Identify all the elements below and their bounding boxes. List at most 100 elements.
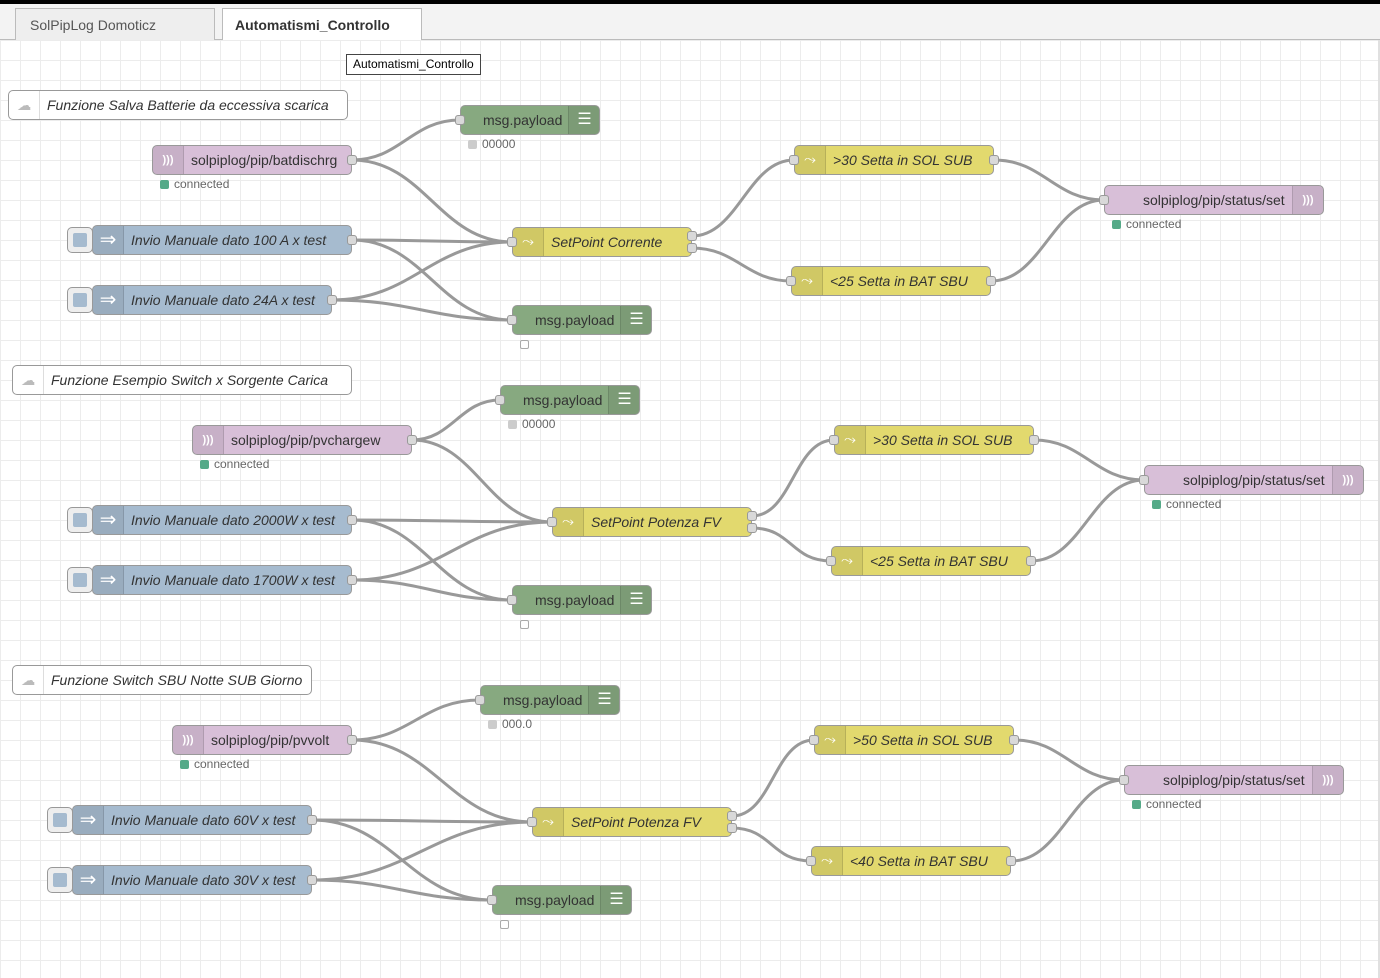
mqtt-out-input-port[interactable] (1139, 475, 1149, 485)
route-low-node[interactable]: ⤳<25 Setta in BAT SBU (831, 546, 1031, 576)
mqtt-out-node[interactable]: solpiplog/pip/status/set))) (1144, 465, 1364, 495)
wire-setpoint-to-route-high[interactable] (691, 158, 795, 238)
setpoint-switch-node-output-port-2[interactable] (747, 523, 757, 533)
inject-node[interactable]: ⇒Invio Manuale dato 100 A x test (92, 225, 352, 255)
inject-output-port[interactable] (307, 875, 317, 885)
inject-trigger-button[interactable] (67, 507, 93, 533)
wire-inject2-to-setpoint[interactable] (351, 520, 553, 582)
debug-node[interactable]: msg.payload☰ (512, 305, 652, 335)
setpoint-switch-node[interactable]: ⤳SetPoint Corrente (512, 227, 692, 257)
mqtt-out-node[interactable]: solpiplog/pip/status/set))) (1104, 185, 1324, 215)
debug-input-port[interactable] (455, 115, 465, 125)
route-high-node-output-port[interactable] (989, 155, 999, 165)
route-high-node[interactable]: ⤳>30 Setta in SOL SUB (834, 425, 1034, 455)
wire-setpoint-to-route-high[interactable] (751, 438, 835, 518)
inject-node[interactable]: ⇒Invio Manuale dato 60V x test (72, 805, 312, 835)
wire-mqtt-to-setpoint[interactable] (351, 738, 533, 824)
wire-setpoint-to-route-low[interactable] (751, 526, 832, 563)
setpoint-switch-node-output-port-1[interactable] (727, 811, 737, 821)
mqtt-in-output-port[interactable] (347, 155, 357, 165)
setpoint-switch-node-output-port-1[interactable] (687, 231, 697, 241)
wire-route-low-to-mqtt-out[interactable] (1030, 478, 1145, 563)
debug-input-port[interactable] (475, 695, 485, 705)
route-high-node-input-port[interactable] (809, 735, 819, 745)
inject-node[interactable]: ⇒Invio Manuale dato 30V x test (72, 865, 312, 895)
debug-node[interactable]: msg.payload☰ (500, 385, 640, 415)
tab-solpiplog-domoticz[interactable]: SolPipLog Domoticz (15, 8, 215, 40)
setpoint-switch-node-output-port-2[interactable] (727, 823, 737, 833)
setpoint-switch-node[interactable]: ⤳SetPoint Potenza FV (532, 807, 732, 837)
inject-output-port[interactable] (347, 515, 357, 525)
mqtt-out-input-port[interactable] (1119, 775, 1129, 785)
inject-node[interactable]: ⇒Invio Manuale dato 1700W x test (92, 565, 352, 595)
wire-route-low-to-mqtt-out[interactable] (1010, 778, 1125, 863)
wire-inject1-to-debug[interactable] (351, 238, 513, 322)
setpoint-switch-node-output-port-2[interactable] (687, 243, 697, 253)
route-low-node-output-port[interactable] (1026, 556, 1036, 566)
route-high-node-output-port[interactable] (1029, 435, 1039, 445)
route-low-node[interactable]: ⤳<40 Setta in BAT SBU (811, 846, 1011, 876)
inject-trigger-button[interactable] (67, 567, 93, 593)
wire-mqtt-to-setpoint[interactable] (351, 158, 513, 244)
wire-route-high-to-mqtt-out[interactable] (993, 158, 1105, 202)
comment-node[interactable]: ☁Funzione Esempio Switch x Sorgente Cari… (12, 365, 352, 395)
wire-mqtt-to-debug[interactable] (351, 698, 481, 742)
inject-trigger-button[interactable] (47, 867, 73, 893)
route-low-node[interactable]: ⤳<25 Setta in BAT SBU (791, 266, 991, 296)
route-low-node-output-port[interactable] (1006, 856, 1016, 866)
inject-node[interactable]: ⇒Invio Manuale dato 24A x test (92, 285, 332, 315)
tab-automatismi-controllo[interactable]: Automatismi_Controllo (222, 8, 422, 41)
wire-inject2-to-setpoint[interactable] (331, 240, 513, 302)
comment-node[interactable]: ☁Funzione Switch SBU Notte SUB Giorno (12, 665, 312, 695)
route-low-node-input-port[interactable] (786, 276, 796, 286)
inject-trigger-button[interactable] (67, 227, 93, 253)
debug-input-port[interactable] (487, 895, 497, 905)
route-high-node-output-port[interactable] (1009, 735, 1019, 745)
setpoint-switch-node-input-port[interactable] (547, 517, 557, 527)
mqtt-out-input-port[interactable] (1099, 195, 1109, 205)
setpoint-switch-node-output-port-1[interactable] (747, 511, 757, 521)
wire-inject1-to-setpoint[interactable] (351, 518, 553, 524)
setpoint-switch-node-input-port[interactable] (527, 817, 537, 827)
debug-input-port[interactable] (507, 315, 517, 325)
mqtt-in-node[interactable]: )))solpiplog/pip/pvvolt (172, 725, 352, 755)
debug-node[interactable]: msg.payload☰ (460, 105, 600, 135)
wire-inject2-to-debug[interactable] (351, 578, 513, 602)
wire-route-high-to-mqtt-out[interactable] (1013, 738, 1125, 782)
wire-setpoint-to-route-low[interactable] (691, 246, 792, 283)
wire-setpoint-to-route-high[interactable] (731, 738, 815, 818)
mqtt-in-output-port[interactable] (407, 435, 417, 445)
route-high-node-input-port[interactable] (829, 435, 839, 445)
inject-output-port[interactable] (347, 235, 357, 245)
wire-inject1-to-setpoint[interactable] (311, 818, 533, 824)
setpoint-switch-node[interactable]: ⤳SetPoint Potenza FV (552, 507, 752, 537)
route-low-node-output-port[interactable] (986, 276, 996, 286)
wire-mqtt-to-setpoint[interactable] (411, 438, 553, 524)
wire-inject2-to-setpoint[interactable] (311, 820, 533, 882)
route-low-node-input-port[interactable] (806, 856, 816, 866)
inject-trigger-button[interactable] (47, 807, 73, 833)
wire-inject2-to-debug[interactable] (311, 878, 493, 902)
wire-setpoint-to-route-low[interactable] (731, 826, 812, 863)
inject-output-port[interactable] (307, 815, 317, 825)
inject-trigger-button[interactable] (67, 287, 93, 313)
inject-node[interactable]: ⇒Invio Manuale dato 2000W x test (92, 505, 352, 535)
route-high-node[interactable]: ⤳>50 Setta in SOL SUB (814, 725, 1014, 755)
wire-inject2-to-debug[interactable] (331, 298, 513, 322)
setpoint-switch-node-input-port[interactable] (507, 237, 517, 247)
debug-node[interactable]: msg.payload☰ (480, 685, 620, 715)
debug-node[interactable]: msg.payload☰ (492, 885, 632, 915)
wire-mqtt-to-debug[interactable] (411, 398, 501, 442)
debug-input-port[interactable] (507, 595, 517, 605)
debug-node[interactable]: msg.payload☰ (512, 585, 652, 615)
debug-input-port[interactable] (495, 395, 505, 405)
route-low-node-input-port[interactable] (826, 556, 836, 566)
inject-output-port[interactable] (327, 295, 337, 305)
comment-node[interactable]: ☁Funzione Salva Batterie da eccessiva sc… (8, 90, 348, 120)
mqtt-in-node[interactable]: )))solpiplog/pip/batdischrg (152, 145, 352, 175)
wire-route-low-to-mqtt-out[interactable] (990, 198, 1105, 283)
wire-inject1-to-setpoint[interactable] (351, 238, 513, 244)
mqtt-in-output-port[interactable] (347, 735, 357, 745)
mqtt-in-node[interactable]: )))solpiplog/pip/pvchargew (192, 425, 412, 455)
inject-output-port[interactable] (347, 575, 357, 585)
